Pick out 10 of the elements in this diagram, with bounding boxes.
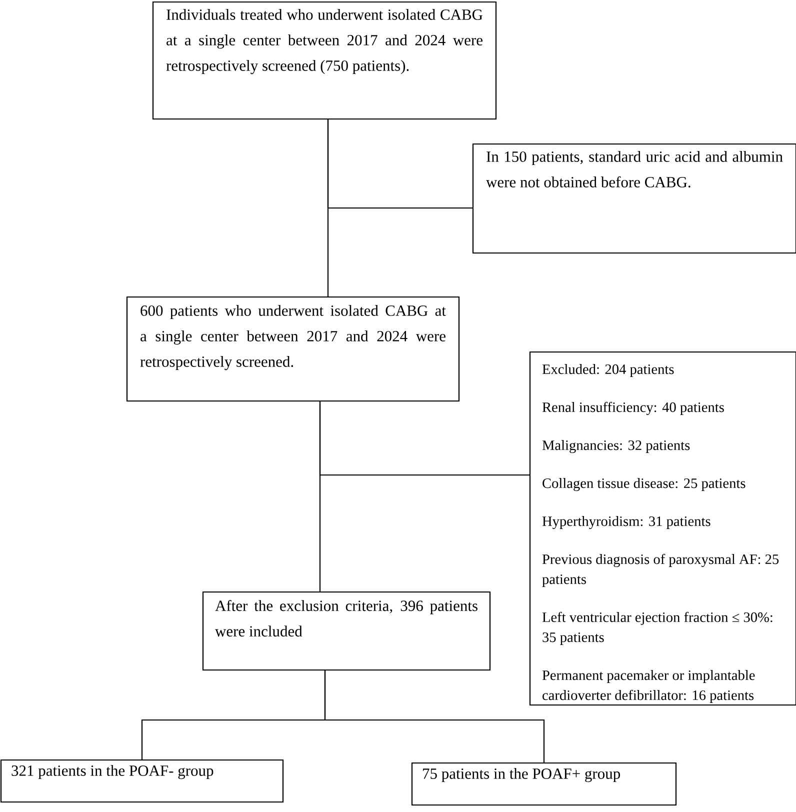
- group-box: 321 patients in the POAF- group: [0, 759, 284, 803]
- exclusion-box: Excluded: 204 patients Renal insufficiency: 40 patients Malignancies: 32 patients Collagen tissue disease: 25 patients Hyperthyroidism: 31 patients Previous diagnosis of paroxysmal AF: 25 patients Left ventricular ejection fraction ≤ 30%: 35 patients Permanent pacemaker or implantable cardioverter defibrillator: 16 patients: [529, 351, 796, 706]
- screening-box: Individuals treated who underwent isolated CABG at a single center between 2017 and 2024 were retrospectively screened (750 patients).: [152, 1, 497, 120]
- connector-line: [319, 401, 530, 476]
- connector-line: [324, 670, 545, 763]
- note-box: In 150 patients, standard uric acid and albumin were not obtained before CABG.: [472, 143, 796, 254]
- screening-box: 600 patients who underwent isolated CABG at a single center between 2017 and 2024 were retrospectively screened.: [126, 296, 460, 402]
- inclusion-box: After the exclusion criteria, 396 patients were included: [202, 591, 491, 671]
- connector-line: [327, 119, 473, 209]
- group-box: 75 patients in the POAF+ group: [411, 762, 677, 806]
